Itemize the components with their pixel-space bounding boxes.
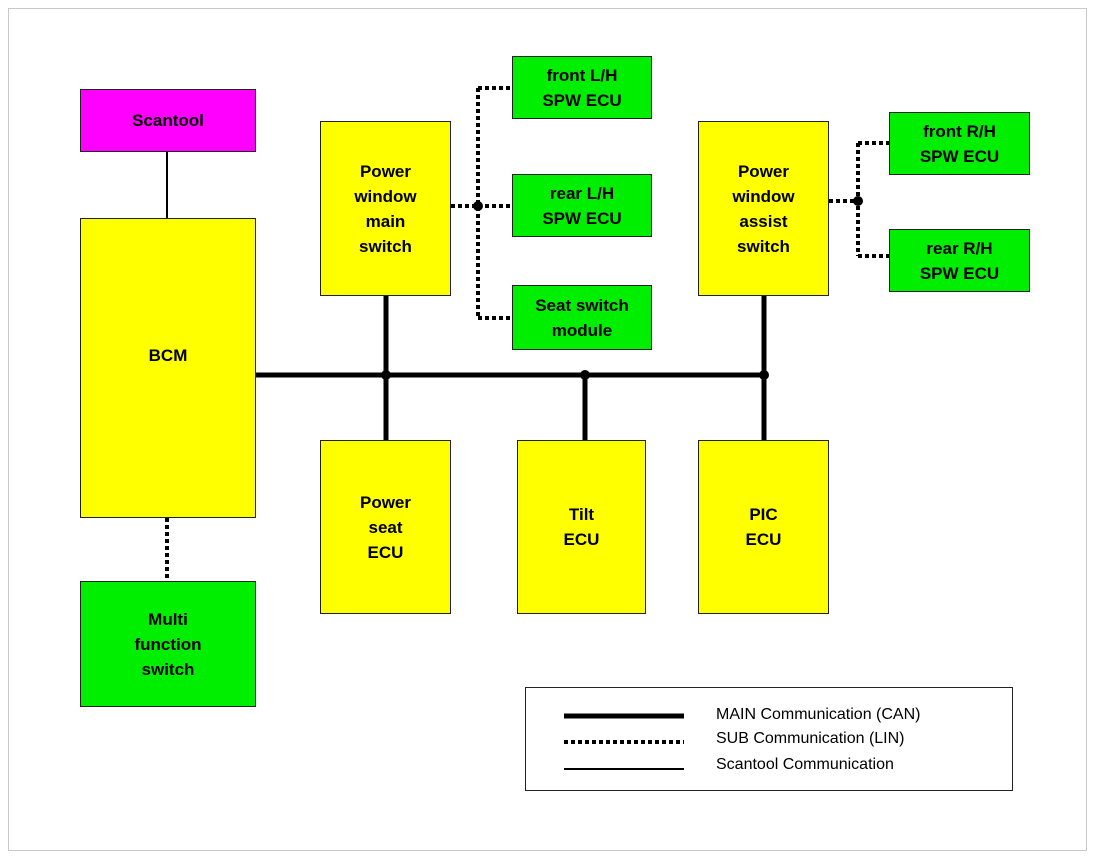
front-rh-spw-ecu-label: front R/H SPW ECU — [919, 121, 1000, 166]
power-window-assist-switch-label: Power window assist switch — [732, 161, 795, 256]
power-seat-ecu-box: Power seat ECU — [320, 440, 451, 614]
power-seat-ecu-label: Power seat ECU — [359, 492, 412, 562]
diagram-frame — [8, 8, 1087, 851]
legend-scantool-label: Scantool Communication — [716, 756, 894, 773]
legend-main-label: MAIN Communication (CAN) — [716, 706, 921, 723]
can-junction-1 — [381, 370, 391, 380]
seat-switch-module-box: Seat switch module — [512, 285, 652, 350]
pic-ecu-label: PIC ECU — [745, 505, 782, 549]
can-junction-2 — [580, 370, 590, 380]
legend-swatches — [564, 713, 684, 770]
rear-lh-spw-ecu-box: rear L/H SPW ECU — [512, 174, 652, 237]
multi-function-switch-box: Multi function switch — [80, 581, 256, 707]
legend: MAIN Communication (CAN) SUB Communicati… — [525, 687, 1013, 791]
bcm-box: BCM — [80, 218, 256, 518]
front-lh-spw-ecu-box: front L/H SPW ECU — [512, 56, 652, 119]
front-rh-spw-ecu-box: front R/H SPW ECU — [889, 112, 1030, 175]
scantool-box: Scantool — [80, 89, 256, 152]
bcm-label: BCM — [148, 345, 188, 365]
legend-sub-label: SUB Communication (LIN) — [716, 730, 905, 747]
power-window-assist-switch-box: Power window assist switch — [698, 121, 829, 296]
pic-ecu-box: PIC ECU — [698, 440, 829, 614]
power-window-main-switch-label: Power window main switch — [354, 161, 417, 256]
scantool-label: Scantool — [132, 111, 204, 130]
lin-junction-left — [473, 201, 483, 211]
multi-function-switch-label: Multi function switch — [134, 609, 202, 679]
tilt-ecu-label: Tilt ECU — [563, 505, 600, 549]
seat-switch-module-label: Seat switch module — [535, 295, 629, 340]
power-window-main-switch-box: Power window main switch — [320, 121, 451, 296]
tilt-ecu-box: Tilt ECU — [517, 440, 646, 614]
front-lh-spw-ecu-label: front L/H SPW ECU — [542, 65, 622, 110]
rear-rh-spw-ecu-box: rear R/H SPW ECU — [889, 229, 1030, 292]
can-junction-3 — [759, 370, 769, 380]
rear-lh-spw-ecu-label: rear L/H SPW ECU — [542, 183, 622, 228]
rear-rh-spw-ecu-label: rear R/H SPW ECU — [919, 238, 1000, 283]
lin-junction-right — [853, 196, 863, 206]
